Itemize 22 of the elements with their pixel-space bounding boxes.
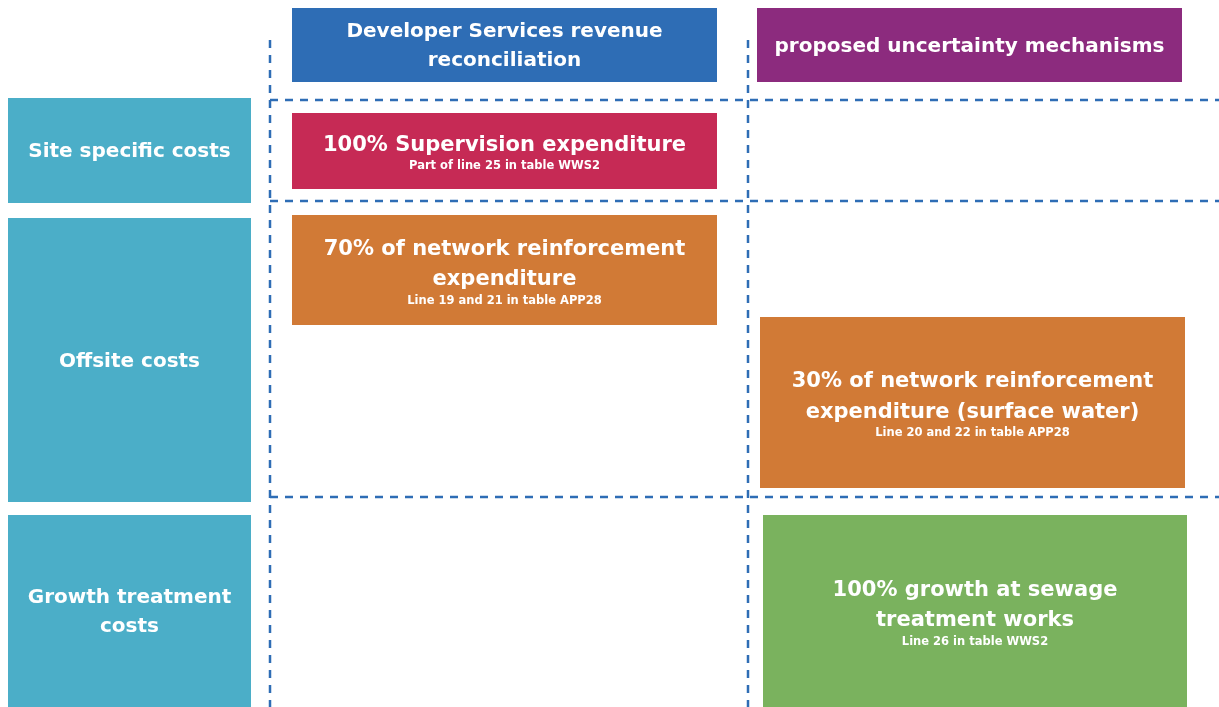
label: 100% growth at sewage treatment works xyxy=(831,575,1119,634)
label: 70% of network reinforcement expenditure xyxy=(322,234,687,293)
cost-box xyxy=(292,215,717,325)
cost-box xyxy=(763,515,1187,707)
row-header xyxy=(8,98,251,203)
label: Offsite costs xyxy=(59,346,200,374)
label: proposed uncertainty mechanisms xyxy=(774,31,1165,59)
label: Site specific costs xyxy=(28,137,231,164)
column-header xyxy=(292,8,717,82)
label: 30% of network reinforcement expenditure (surface water) xyxy=(790,367,1155,425)
label: 100% Supervision expenditure xyxy=(323,130,686,158)
cost-box xyxy=(292,113,717,189)
source-note: Line 19 and 21 in table APP28 xyxy=(407,293,602,308)
cost-box xyxy=(760,317,1185,488)
row-header xyxy=(8,218,251,502)
source-note: Line 20 and 22 in table APP28 xyxy=(875,426,1070,440)
label: Growth treatment costs xyxy=(26,583,233,639)
source-note: Line 26 in table WWS2 xyxy=(901,634,1049,649)
row-header xyxy=(8,515,251,707)
source-note: Part of line 25 in table WWS2 xyxy=(409,159,600,174)
column-header xyxy=(757,8,1182,82)
label: Developer Services revenue reconciliation xyxy=(345,17,664,73)
